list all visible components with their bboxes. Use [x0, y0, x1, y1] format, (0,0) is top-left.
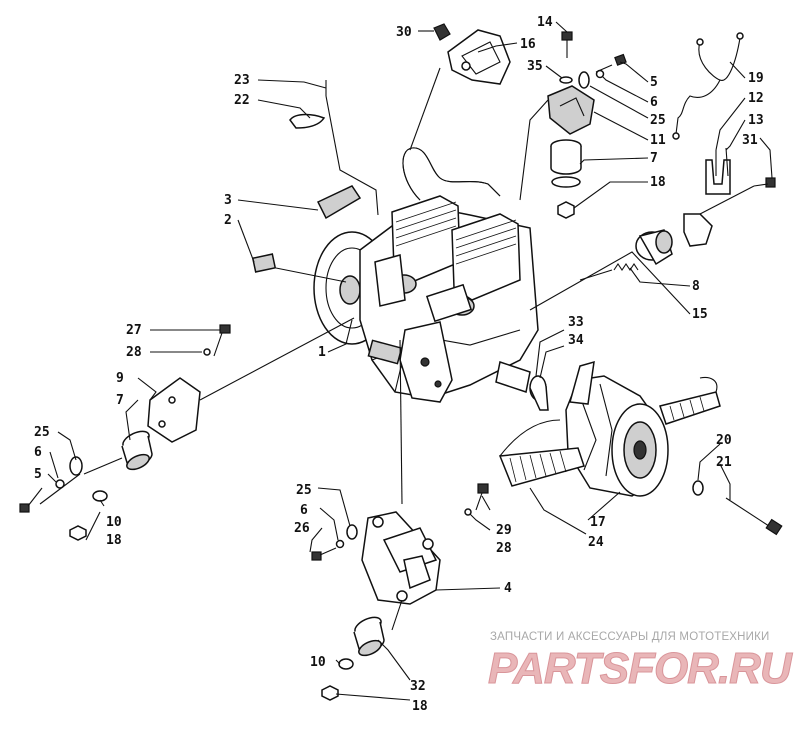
- part-18-nut-left: [69, 525, 87, 541]
- part-25-washer-left: [69, 456, 83, 476]
- part-7-mount-top: [550, 139, 582, 188]
- callout-label: 4: [504, 581, 512, 596]
- part-8-mount: [635, 229, 673, 266]
- part-10-washer-bottom: [338, 658, 354, 670]
- callout-label: 25: [34, 425, 50, 440]
- part-15-spring: [613, 263, 639, 271]
- callout-label: 8: [692, 279, 700, 294]
- callout-label: 21: [716, 455, 732, 470]
- callout-label: 5: [650, 75, 658, 90]
- callout-label: 33: [568, 315, 584, 330]
- part-28-washer-left: [203, 348, 211, 356]
- callout-label: 32: [410, 679, 426, 694]
- callout-label: 14: [537, 15, 553, 30]
- part-18-nut-bottom: [321, 685, 339, 701]
- callout-label: 7: [650, 151, 658, 166]
- callout-label: 35: [527, 59, 543, 74]
- callout-label: 25: [296, 483, 312, 498]
- part-6-washer-bottom: [335, 539, 345, 549]
- part-6-washer-left: [55, 479, 65, 489]
- callout-label: 30: [396, 25, 412, 40]
- part-30-clip: [433, 23, 451, 41]
- callout-label: 25: [650, 113, 666, 128]
- part-31-bolt: [753, 177, 776, 188]
- callout-label: 7: [116, 393, 124, 408]
- part-27-bolt: [213, 324, 231, 357]
- coolant-hose: [402, 147, 501, 201]
- callout-labels: 30 16 14 35 5 6 25 11 7 18 19 12 13 31 2…: [34, 15, 764, 714]
- part-7-mount-left: [121, 430, 153, 471]
- part-14-bolt: [561, 31, 573, 58]
- callout-label: 31: [742, 133, 758, 148]
- callout-label: 24: [588, 535, 604, 550]
- callout-label: 28: [496, 541, 512, 556]
- callout-label: 10: [106, 515, 122, 530]
- part-28-washer-bottom: [464, 508, 472, 516]
- part-18-nut-top: [557, 201, 575, 219]
- callout-label: 9: [116, 371, 124, 386]
- callout-label: 16: [520, 37, 536, 52]
- callout-label: 28: [126, 345, 142, 360]
- callout-label: 17: [590, 515, 606, 530]
- part-24-belt: [498, 376, 721, 487]
- part-5-bolt-left: [19, 487, 43, 513]
- callout-label: 26: [294, 521, 310, 536]
- callout-label: 6: [34, 445, 42, 460]
- part-4-bracket: [361, 511, 441, 605]
- callout-label: 20: [716, 433, 732, 448]
- part-3-shield: [316, 185, 362, 220]
- part-35-washer: [559, 76, 573, 84]
- part-2-plate: [251, 253, 277, 273]
- parts: [19, 23, 783, 701]
- callout-label: 34: [568, 333, 584, 348]
- part-20-washer: [692, 480, 704, 496]
- callout-label: 15: [692, 307, 708, 322]
- watermark-logo: PARTSFOR.RU: [488, 644, 793, 694]
- part-22-gasket: [289, 113, 326, 129]
- callout-label: 10: [310, 655, 326, 670]
- cylinders: [374, 195, 521, 323]
- callout-label: 1: [318, 345, 326, 360]
- part-32-mount: [353, 616, 385, 657]
- part-9-plate: [147, 377, 201, 443]
- part-29-bolt: [475, 483, 489, 511]
- watermark-tagline: ЗАПЧАСТИ И АКСЕССУАРЫ ДЛЯ МОТОТЕХНИКИ: [490, 631, 770, 643]
- callout-label: 18: [412, 699, 428, 714]
- part-25-washer-bottom: [346, 524, 358, 540]
- callout-label: 27: [126, 323, 142, 338]
- leader-lines: [39, 21, 773, 701]
- callout-label: 6: [300, 503, 308, 518]
- callout-label: 3: [224, 193, 232, 208]
- callout-label: 13: [748, 113, 764, 128]
- part-12-clip: [705, 159, 731, 195]
- part-19-wire: [675, 37, 741, 135]
- part-17-clutch: [565, 360, 669, 497]
- part-16-bracket: [447, 29, 511, 85]
- callout-label: 23: [234, 73, 250, 88]
- part-26-bolt: [311, 547, 337, 561]
- callout-label: 6: [650, 95, 658, 110]
- callout-label: 12: [748, 91, 764, 106]
- callout-label: 22: [234, 93, 250, 108]
- part-21-bolt: [725, 497, 783, 536]
- part-10-washer-left: [92, 490, 108, 502]
- part-6-washer-top: [595, 69, 605, 79]
- part-11-bracket: [547, 85, 595, 135]
- callout-label: 2: [224, 213, 232, 228]
- callout-label: 18: [650, 175, 666, 190]
- engine-assembly: [313, 147, 539, 403]
- callout-label: 29: [496, 523, 512, 538]
- part-5-bolt-top: [595, 53, 627, 73]
- part-25-washer-top: [578, 71, 590, 89]
- callout-label: 19: [748, 71, 764, 86]
- callout-label: 18: [106, 533, 122, 548]
- callout-label: 11: [650, 133, 666, 148]
- callout-label: 5: [34, 467, 42, 482]
- part-13-clip: [715, 147, 729, 177]
